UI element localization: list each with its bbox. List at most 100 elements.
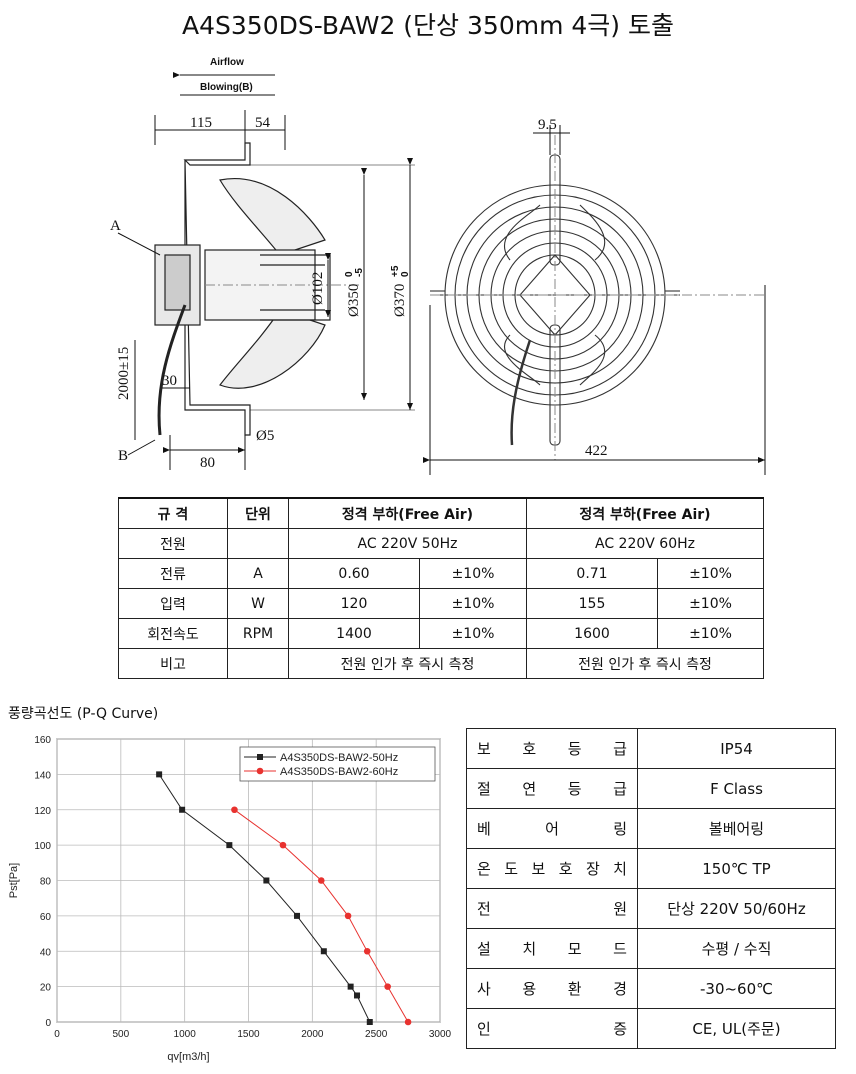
spec-row-speed: 회전속도 RPM 1400 ±10% 1600 ±10%: [118, 618, 764, 649]
spec-cell: 전원: [118, 528, 228, 559]
spec-cell: 120: [288, 588, 420, 619]
feature-value: -30~60℃: [637, 968, 836, 1009]
feature-row: 보 호 등 급 IP54: [466, 728, 836, 769]
spec-cell: 입력: [118, 588, 228, 619]
feature-value: 수평 / 수직: [637, 928, 836, 969]
spec-table: 규 격 단위 정격 부하(Free Air) 정격 부하(Free Air) 전…: [118, 497, 764, 679]
spec-cell: 회전속도: [118, 618, 228, 649]
dim-9-5: 9.5: [538, 117, 557, 133]
feature-label-char: 보: [477, 740, 491, 758]
feature-label-char: 사: [477, 980, 491, 998]
dim-115: 115: [190, 115, 212, 131]
spec-cell: RPM: [227, 618, 289, 649]
feature-label-char: 드: [613, 940, 627, 958]
spec-header-50hz: 정격 부하(Free Air): [288, 497, 527, 529]
y-tick-label: 0: [45, 1018, 51, 1029]
dim-30: 30: [162, 373, 177, 389]
spec-cell: [227, 528, 289, 559]
spec-cell: 전류: [118, 558, 228, 589]
spec-row-current: 전류 A 0.60 ±10% 0.71 ±10%: [118, 558, 764, 589]
spec-header-60hz: 정격 부하(Free Air): [526, 497, 764, 529]
feature-label-char: 경: [613, 980, 627, 998]
spec-cell: ±10%: [419, 558, 527, 589]
feature-label-char: 환: [567, 980, 582, 998]
data-point-60hz: [279, 841, 287, 849]
feature-label-char: 인: [477, 1020, 491, 1038]
x-tick-label: 2000: [301, 1029, 324, 1040]
spec-cell: 155: [526, 588, 658, 619]
dim-54: 54: [255, 115, 271, 131]
fan-dimension-drawing: Airflow Blowing(B) 115 54 Ø102 Ø350 0 -5…: [110, 57, 766, 475]
feature-label-char: 급: [613, 740, 627, 758]
feature-label-char: 치: [522, 940, 537, 958]
y-tick-label: 100: [34, 841, 51, 852]
feature-label-char: 등: [567, 780, 582, 798]
feature-label-char: 도: [504, 860, 519, 878]
curve-title: 풍량곡선도 (P-Q Curve): [8, 706, 159, 722]
spec-cell: 전원 인가 후 즉시 측정: [526, 648, 764, 679]
spec-cell: ±10%: [657, 588, 764, 619]
x-tick-label: 1500: [237, 1029, 260, 1040]
data-point-60hz: [363, 947, 371, 955]
x-tick-label: 1000: [174, 1029, 197, 1040]
feature-label-char: 호: [522, 740, 537, 758]
x-tick-label: 500: [112, 1029, 129, 1040]
feature-label-char: 호: [558, 860, 573, 878]
spec-cell: 0.71: [526, 558, 658, 589]
data-point-50hz: [347, 983, 354, 990]
data-point-50hz: [294, 912, 301, 919]
spec-row-input: 입력 W 120 ±10% 155 ±10%: [118, 588, 764, 619]
page-title: A4S350DS-BAW2 (단상 350mm 4극) 토출: [182, 11, 674, 40]
data-point-60hz: [384, 983, 391, 990]
dim-422: 422: [585, 443, 608, 459]
y-tick-label: 40: [40, 947, 52, 958]
y-tick-label: 160: [34, 735, 51, 746]
spec-cell: 0.60: [288, 558, 420, 589]
data-point-50hz: [354, 992, 361, 999]
dim-d5: Ø5: [256, 428, 274, 444]
spec-header-row: 규 격 단위 정격 부하(Free Air) 정격 부하(Free Air): [118, 497, 764, 529]
feature-label-char: 등: [567, 740, 582, 758]
feature-label-char: 설: [477, 940, 491, 958]
feature-label-char: 장: [585, 860, 600, 878]
spec-cell: ±10%: [657, 618, 764, 649]
feature-value: 볼베어링: [637, 808, 836, 849]
x-tick-label: 3000: [429, 1029, 452, 1040]
feature-label-char: 용: [522, 980, 537, 998]
blowing-label: Blowing(B): [200, 82, 253, 93]
airflow-label: Airflow: [210, 57, 244, 68]
x-tick-label: 0: [54, 1029, 60, 1040]
spec-cell: 1600: [526, 618, 658, 649]
feature-value: IP54: [637, 728, 836, 769]
legend-label-1: A4S350DS-BAW2-60Hz: [280, 766, 398, 778]
data-point-50hz: [179, 806, 186, 813]
feature-value: F Class: [637, 768, 836, 809]
spec-cell: ±10%: [657, 558, 764, 589]
spec-row-note: 비고 전원 인가 후 즉시 측정 전원 인가 후 즉시 측정: [118, 648, 764, 679]
spec-cell: 비고: [118, 648, 228, 679]
feature-label-char: 모: [567, 940, 582, 958]
spec-cell: ±10%: [419, 588, 527, 619]
dim-d102: Ø102: [310, 272, 326, 305]
feature-value: CE, UL(주문): [637, 1008, 836, 1049]
x-tick-label: 2500: [365, 1029, 388, 1040]
legend-label-0: A4S350DS-BAW2-50Hz: [280, 752, 398, 764]
feature-label-char: 연: [522, 780, 537, 798]
data-point-50hz: [320, 948, 327, 955]
feature-value: 단상 220V 50/60Hz: [637, 888, 836, 929]
y-tick-label: 60: [40, 912, 52, 923]
data-point-60hz: [344, 912, 352, 920]
feature-label-char: 전: [477, 900, 491, 918]
label-a: A: [110, 218, 121, 234]
spec-row-power: 전원 AC 220V 50Hz AC 220V 60Hz: [118, 528, 764, 559]
data-point-60hz: [404, 1018, 412, 1026]
data-point-50hz: [156, 771, 163, 778]
